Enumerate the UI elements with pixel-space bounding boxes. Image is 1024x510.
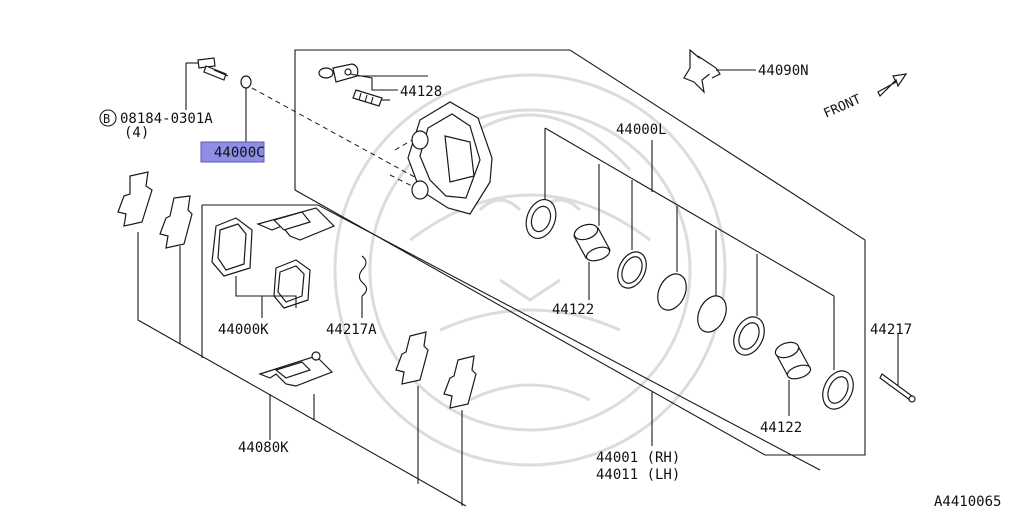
bolt-quantity: (4)	[124, 125, 149, 141]
bleeder-screw-part[interactable]	[352, 89, 390, 107]
pad-kit-frame	[137, 204, 821, 507]
bolt-circle-letter: B	[103, 112, 110, 126]
ring-dashed-leader	[251, 87, 421, 181]
ring-seal-part[interactable]	[240, 75, 252, 89]
caliper-body-part[interactable]	[389, 101, 493, 215]
diagram-id: A4410065	[934, 494, 1001, 510]
piston-upper-part[interactable]	[572, 222, 611, 264]
dust-seal-1-part[interactable]	[652, 269, 692, 314]
highlight-box	[200, 141, 265, 163]
bleeder-part-number[interactable]: 44128	[400, 84, 442, 100]
seal-ring-2-part[interactable]	[612, 247, 652, 292]
bolt-part-number[interactable]: 08184-0301A	[120, 111, 213, 127]
piston-lower-part-number[interactable]: 44122	[760, 420, 802, 436]
caliper-rh-part-number[interactable]: 44001 (RH)	[596, 450, 680, 466]
clip-part-number[interactable]: 44217A	[326, 322, 377, 338]
pad-kit-part-number[interactable]: 44000K	[218, 322, 269, 338]
seal-ring-3-part[interactable]	[728, 312, 770, 360]
shim-plate-lower-part[interactable]	[258, 351, 334, 387]
highlighted-part-number[interactable]: 44000C	[214, 145, 265, 161]
shim-kit-part-number[interactable]: 44080K	[238, 440, 289, 456]
front-label: FRONT	[822, 92, 864, 122]
seal-ring-4-part[interactable]	[817, 366, 859, 414]
kit-part-number[interactable]: 44000L	[616, 122, 667, 138]
pin-part-number[interactable]: 44217	[870, 322, 912, 338]
bolt-circle-marker	[99, 109, 117, 127]
guide-bolt-part[interactable]	[185, 57, 229, 110]
seal-ring-1-part[interactable]	[521, 195, 561, 242]
brake-pad-inner-part[interactable]	[211, 217, 253, 277]
piston-lower-part[interactable]	[773, 340, 812, 382]
shim-right-2-part[interactable]	[443, 355, 477, 409]
shim-left-2-part[interactable]	[159, 195, 193, 249]
shim-plate-upper-part[interactable]	[256, 207, 336, 241]
caliper-lh-part-number[interactable]: 44011 (LH)	[596, 467, 680, 483]
front-arrow-icon	[877, 73, 908, 98]
retaining-clip-part[interactable]	[358, 255, 368, 297]
spring-clip-part[interactable]	[683, 48, 721, 94]
bleeder-cap-part[interactable]	[318, 63, 359, 83]
shim-right-1-part[interactable]	[395, 331, 429, 385]
dust-seal-2-part[interactable]	[692, 291, 732, 336]
shim-left-1-part[interactable]	[117, 171, 153, 227]
guide-pin-part[interactable]	[879, 373, 916, 403]
caliper-assembly-outline	[294, 49, 866, 456]
spring-part-number[interactable]: 44090N	[758, 63, 809, 79]
brake-pad-outer-part[interactable]	[273, 259, 311, 309]
piston-upper-part-number[interactable]: 44122	[552, 302, 594, 318]
